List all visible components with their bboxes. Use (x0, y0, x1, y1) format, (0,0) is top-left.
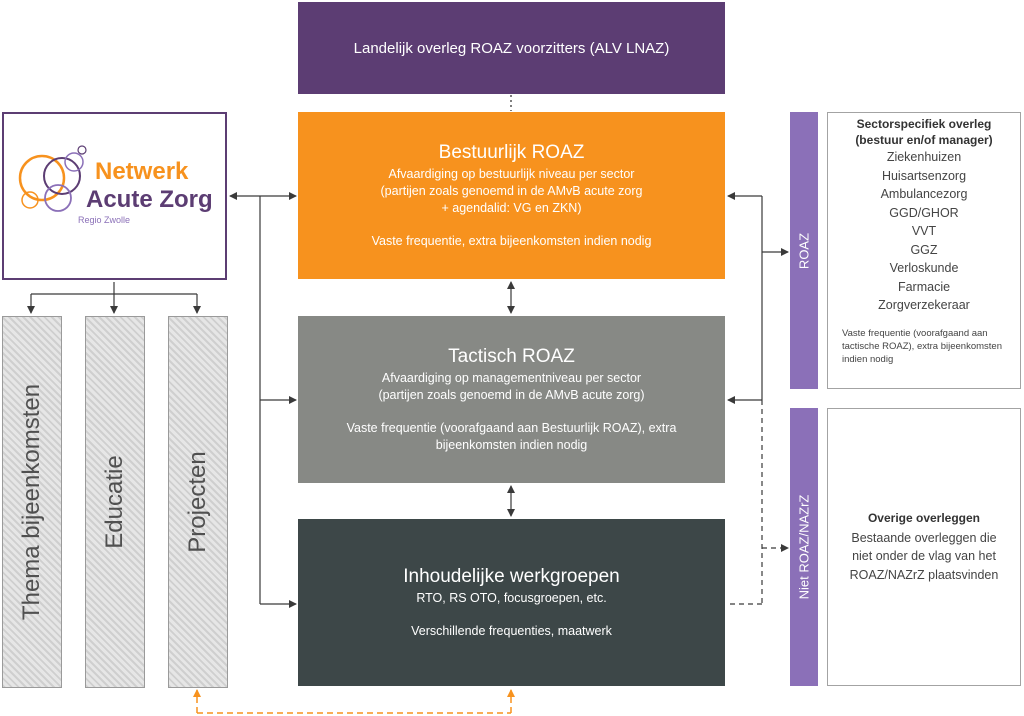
landelijk-overleg-box: Landelijk overleg ROAZ voorzitters (ALV … (298, 2, 725, 94)
inhoudelijke-werkgroepen-box: Inhoudelijke werkgroepen RTO, RS OTO, fo… (298, 519, 725, 686)
sector-item: GGD/GHOR (889, 205, 959, 220)
overige-line: niet onder de vlag van het (852, 549, 996, 564)
bestuurlijk-roaz-box: Bestuurlijk ROAZ Afvaardiging op bestuur… (298, 112, 725, 279)
tactisch-title: Tactisch ROAZ (448, 345, 575, 367)
roaz-bar-label: ROAZ (796, 232, 812, 269)
sector-note: Vaste frequentie (voorafgaand aan tactis… (828, 327, 1020, 366)
sector-item: Huisartsenzorg (881, 168, 967, 183)
sector-item: Verloskunde (889, 261, 959, 275)
tactisch-line: Afvaardiging op managementniveau per sec… (381, 370, 642, 385)
sector-subtitle: (bestuur en/of manager) (855, 133, 993, 147)
bestuurlijk-title: Bestuurlijk ROAZ (438, 141, 585, 163)
overige-line: Bestaande overleggen die (851, 530, 997, 545)
column-thema-label: Thema bijeenkomsten (18, 383, 45, 621)
tactisch-frequency: bijeenkomsten indien nodig (435, 437, 588, 452)
column-thema-bijeenkomsten: Thema bijeenkomsten (2, 316, 62, 688)
logo-box: Netwerk Acute Zorg Regio Zwolle (2, 112, 227, 280)
column-educatie: Educatie (85, 316, 145, 688)
sector-item: Farmacie (897, 279, 951, 294)
column-educatie-label: Educatie (101, 455, 128, 549)
overige-title: Overige overleggen (867, 510, 981, 525)
tactisch-line: (partijen zoals genoemd in de AMvB acute… (378, 387, 645, 402)
sector-note-line: Vaste frequentie (voorafgaand aan (842, 327, 988, 339)
sector-item: GGZ (910, 242, 938, 257)
niet-roaz-bar: Niet ROAZ/NAZrZ (790, 408, 818, 686)
column-projecten-label: Projecten (184, 451, 211, 553)
sectorspecifiek-box: Sectorspecifiek overleg (bestuur en/of m… (827, 112, 1021, 389)
landelijk-overleg-label: Landelijk overleg ROAZ voorzitters (ALV … (353, 39, 670, 57)
logo-acute-zorg-text: Acute Zorg (86, 186, 213, 213)
niet-roaz-bar-label: Niet ROAZ/NAZrZ (796, 494, 812, 600)
sector-item: VVT (911, 224, 937, 238)
inhoud-line: RTO, RS OTO, focusgroepen, etc. (416, 590, 607, 605)
bestuurlijk-frequency: Vaste frequentie, extra bijeenkomsten in… (371, 233, 652, 248)
bestuurlijk-line: Afvaardiging op bestuurlijk niveau per s… (388, 166, 635, 181)
tactisch-roaz-box: Tactisch ROAZ Afvaardiging op management… (298, 316, 725, 483)
tactisch-frequency: Vaste frequentie (voorafgaand aan Bestuu… (346, 420, 677, 435)
logo-regio-text: Regio Zwolle (78, 215, 131, 225)
column-projecten: Projecten (168, 316, 228, 688)
bestuurlijk-line: + agendalid: VG en ZKN) (441, 200, 582, 215)
logo-netwerk-text: Netwerk (95, 158, 189, 185)
sector-title: Sectorspecifiek overleg (856, 117, 992, 131)
sector-note-line: tactische ROAZ), extra bijeenkomsten (842, 340, 1002, 352)
inhoud-frequency: Verschillende frequenties, maatwerk (411, 623, 612, 638)
overige-line: ROAZ/NAZrZ plaatsvinden (849, 567, 999, 582)
logo-circles-icon (18, 145, 87, 212)
sector-item: Zorgverzekeraar (878, 298, 970, 312)
inhoud-title: Inhoudelijke werkgroepen (403, 565, 620, 587)
overige-overleggen-box: Overige overleggen Bestaande overleggen … (827, 408, 1021, 686)
roaz-bar: ROAZ (790, 112, 818, 389)
bestuurlijk-line: (partijen zoals genoemd in de AMvB acute… (380, 183, 643, 198)
sector-note-line: indien nodig (842, 353, 894, 365)
sector-item: Ambulancezorg (880, 187, 968, 201)
sector-item: Ziekenhuizen (886, 150, 962, 164)
